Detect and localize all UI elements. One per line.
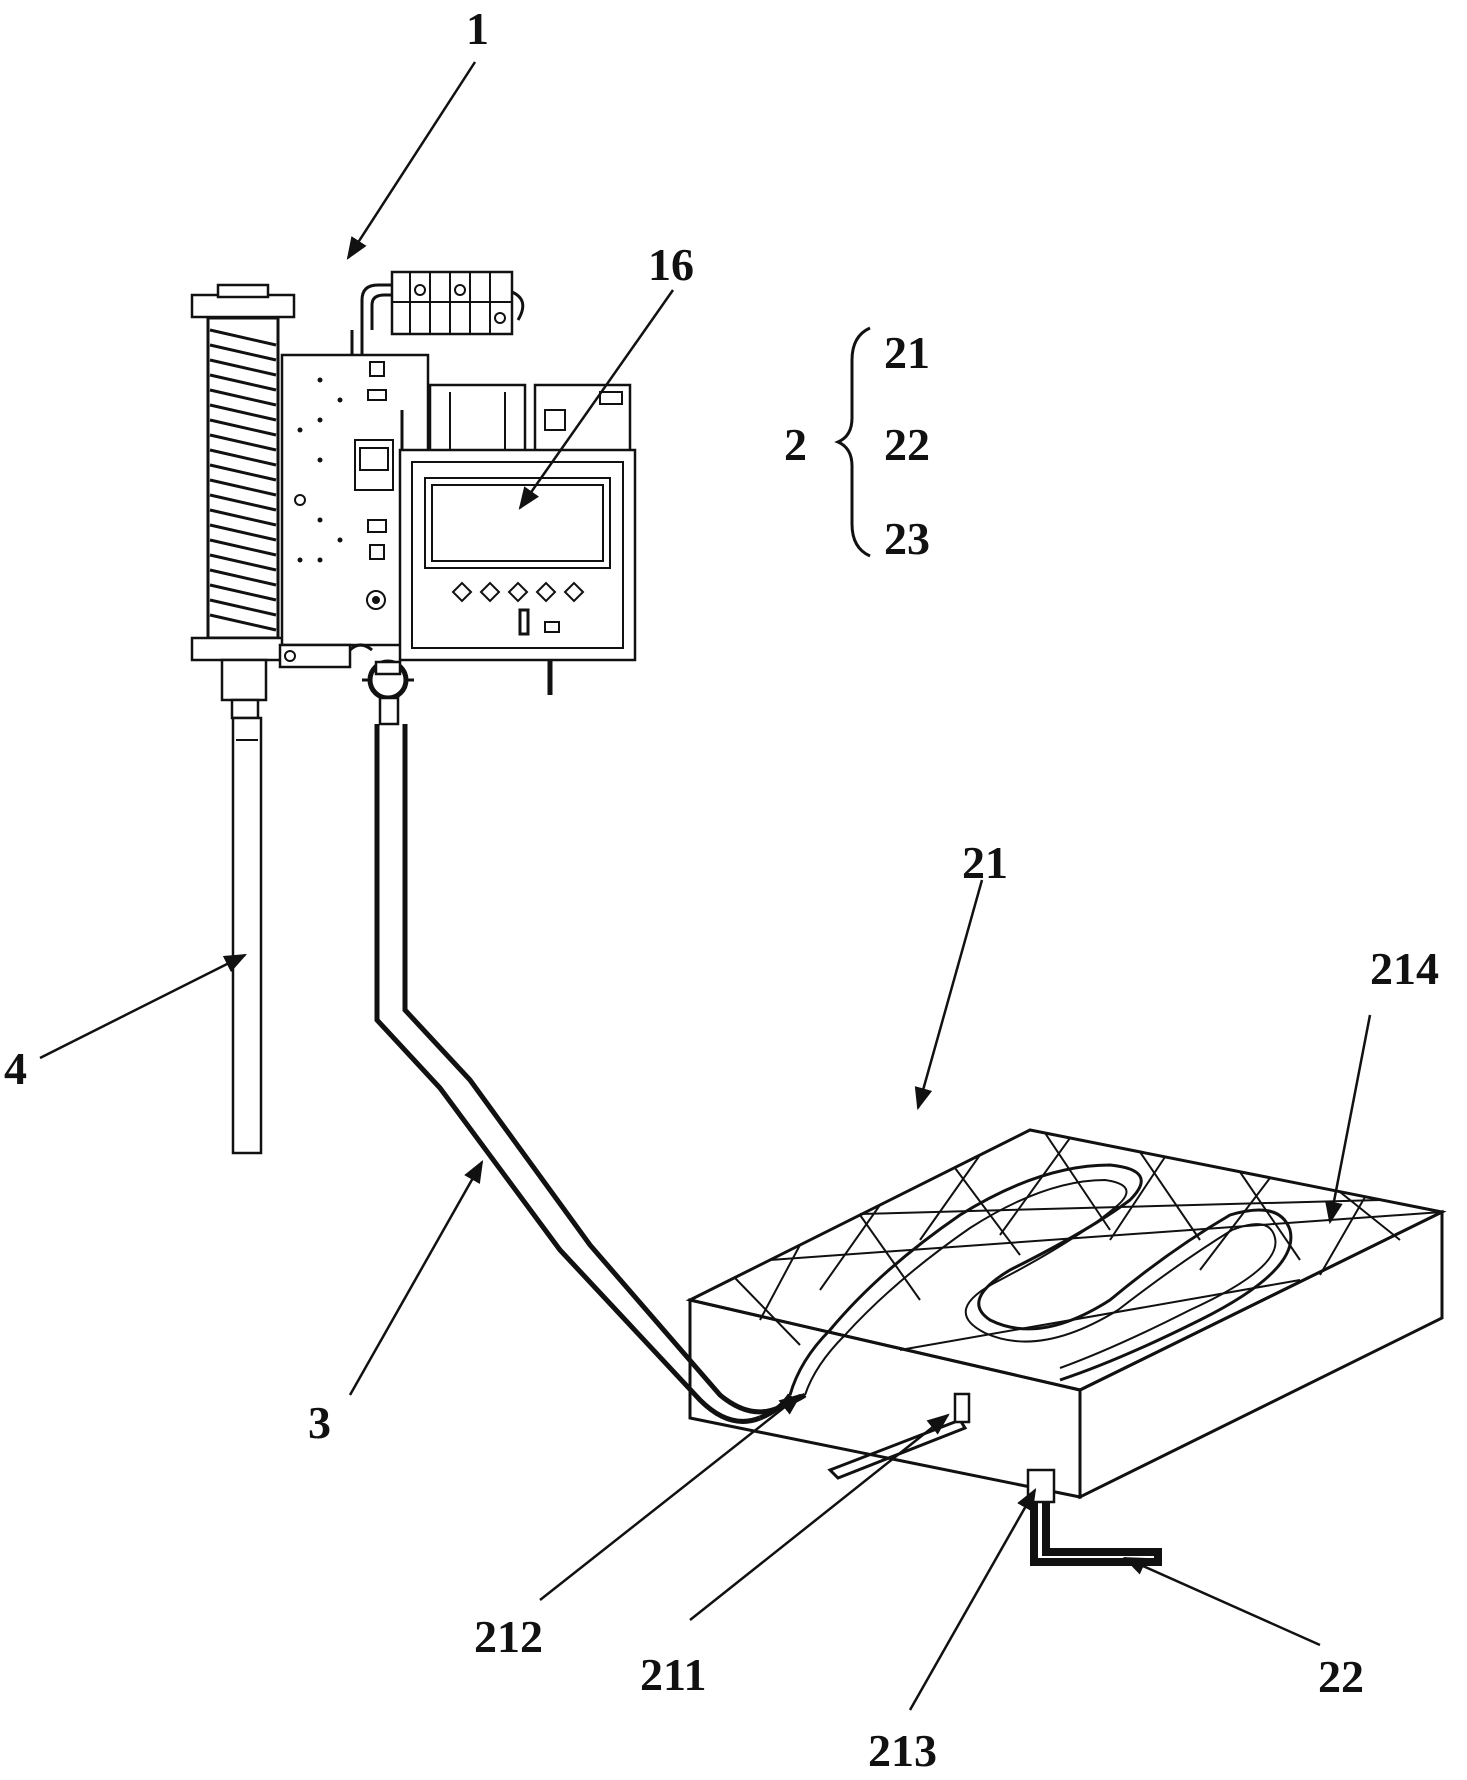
lower-fittings bbox=[278, 643, 414, 726]
label-22: 22 bbox=[1318, 1651, 1364, 1702]
hose-3 bbox=[374, 724, 779, 1424]
label-23-legend: 23 bbox=[884, 513, 930, 564]
label-214: 214 bbox=[1370, 943, 1439, 994]
top-connector bbox=[360, 270, 525, 336]
heat-sink-column bbox=[190, 283, 304, 720]
label-3: 3 bbox=[308, 1397, 331, 1448]
label-4: 4 bbox=[4, 1043, 27, 1094]
label-21: 21 bbox=[962, 837, 1008, 888]
display-unit bbox=[398, 448, 637, 695]
label-22-legend: 22 bbox=[884, 419, 930, 470]
label-2: 2 bbox=[784, 419, 807, 470]
label-211: 211 bbox=[640, 1649, 707, 1700]
brace bbox=[834, 326, 871, 558]
leader-lines bbox=[39, 61, 1372, 1711]
label-213: 213 bbox=[868, 1725, 937, 1776]
label-1: 1 bbox=[466, 3, 489, 54]
heating-mat bbox=[685, 1128, 1447, 1566]
pipe-4 bbox=[231, 716, 263, 1155]
label-16: 16 bbox=[648, 239, 694, 290]
label-21-legend: 21 bbox=[884, 327, 930, 378]
main-unit bbox=[190, 270, 637, 1155]
label-212: 212 bbox=[474, 1611, 543, 1662]
